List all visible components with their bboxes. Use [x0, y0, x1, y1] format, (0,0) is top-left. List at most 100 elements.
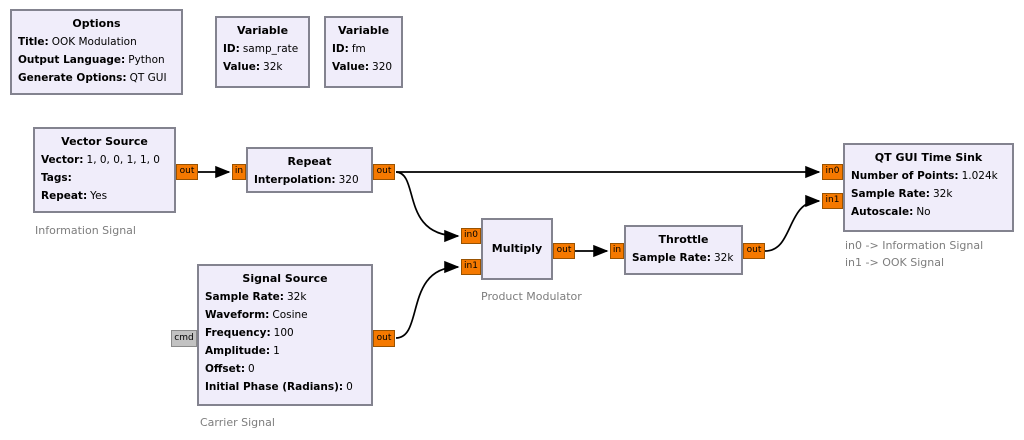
block-title: Variable — [236, 24, 289, 37]
param-row: Title:OOK Modulation — [12, 33, 181, 51]
param-value: Yes — [90, 190, 108, 202]
port-in[interactable]: in — [610, 243, 624, 259]
port-out[interactable]: out — [176, 164, 198, 180]
block-title: Throttle — [658, 233, 709, 246]
param-label: Initial Phase (Radians): — [205, 381, 344, 393]
param-label: Title: — [18, 36, 49, 48]
block-title: Repeat — [287, 155, 332, 168]
param-value: 1.024k — [961, 170, 998, 182]
param-label: Tags: — [41, 172, 72, 184]
param-label: Waveform: — [205, 309, 270, 321]
param-label: Value: — [332, 61, 370, 73]
port-out[interactable]: out — [553, 243, 575, 259]
block-title: Multiply — [491, 242, 543, 255]
block-repeat[interactable]: Repeat Interpolation:320 — [246, 147, 373, 193]
param-value: No — [916, 206, 931, 218]
port-out[interactable]: out — [373, 330, 395, 347]
param-label: Amplitude: — [205, 345, 271, 357]
block-title: Variable — [337, 24, 390, 37]
param-label: Frequency: — [205, 327, 271, 339]
param-row: Generate Options:QT GUI — [12, 69, 181, 87]
param-value: 1 — [273, 345, 280, 357]
block-options[interactable]: Options Title:OOK Modulation Output Lang… — [10, 9, 183, 95]
block-throttle[interactable]: Throttle Sample Rate:32k — [624, 225, 743, 275]
param-value: Cosine — [272, 309, 308, 321]
port-in0[interactable]: in0 — [461, 228, 481, 244]
param-row: Offset:0 — [199, 360, 371, 378]
param-value: 32k — [287, 291, 307, 303]
param-row: Initial Phase (Radians):0 — [199, 378, 371, 396]
param-value: Python — [128, 54, 165, 66]
param-row: Waveform:Cosine — [199, 306, 371, 324]
param-row: Sample Rate:32k — [199, 288, 371, 306]
connection-throttle-to-time-sink-in1[interactable] — [764, 194, 821, 252]
port-cmd[interactable]: cmd — [171, 330, 197, 347]
param-label: Sample Rate: — [851, 188, 930, 200]
param-value: 320 — [372, 61, 393, 73]
port-in1[interactable]: in1 — [822, 193, 843, 209]
comment-information-signal: Information Signal — [35, 224, 136, 237]
port-in0[interactable]: in0 — [822, 164, 843, 180]
param-label: Value: — [223, 61, 261, 73]
param-row: Output Language:Python — [12, 51, 181, 69]
block-title: QT GUI Time Sink — [874, 151, 983, 164]
param-row: Amplitude:1 — [199, 342, 371, 360]
block-variable-samp-rate[interactable]: Variable ID:samp_rate Value:32k — [215, 16, 310, 88]
connection-repeat-to-multiply-in0[interactable] — [395, 171, 460, 243]
param-row: ID:fm — [326, 40, 401, 58]
param-value: fm — [351, 43, 366, 55]
comment-line-in1: in1 -> OOK Signal — [845, 256, 945, 269]
port-in1[interactable]: in1 — [461, 259, 481, 275]
param-label: Generate Options: — [18, 72, 127, 84]
param-value: 32k — [263, 61, 283, 73]
param-label: Autoscale: — [851, 206, 914, 218]
comment-time-sink-mapping: in0 -> Information Signal in1 -> OOK Sig… — [845, 237, 983, 271]
block-signal-source[interactable]: Signal Source Sample Rate:32k Waveform:C… — [197, 264, 373, 406]
connection-signal-source-to-multiply-in1[interactable] — [395, 260, 460, 339]
param-value: 320 — [338, 174, 359, 186]
block-vector-source[interactable]: Vector Source Vector:1, 0, 0, 1, 1, 0 Ta… — [33, 127, 176, 213]
param-row: Value:32k — [217, 58, 308, 76]
param-row: Vector:1, 0, 0, 1, 1, 0 — [35, 151, 174, 169]
param-row: Sample Rate:32k — [626, 249, 741, 267]
param-value: 32k — [933, 188, 953, 200]
block-title: Signal Source — [242, 272, 328, 285]
comment-line-in0: in0 -> Information Signal — [845, 239, 984, 252]
param-label: Sample Rate: — [632, 252, 711, 264]
param-label: Interpolation: — [254, 174, 336, 186]
comment-carrier-signal: Carrier Signal — [200, 416, 275, 429]
param-label: Sample Rate: — [205, 291, 284, 303]
param-value: 32k — [714, 252, 734, 264]
param-label: Repeat: — [41, 190, 88, 202]
param-row: Sample Rate:32k — [845, 185, 1012, 203]
port-in[interactable]: in — [232, 164, 246, 180]
param-label: ID: — [332, 43, 349, 55]
param-row: Number of Points:1.024k — [845, 167, 1012, 185]
param-value: samp_rate — [242, 43, 299, 55]
param-row: Tags: — [35, 169, 174, 187]
param-label: Offset: — [205, 363, 246, 375]
port-out[interactable]: out — [373, 164, 395, 180]
param-row: Value:320 — [326, 58, 401, 76]
param-row: Autoscale:No — [845, 203, 1012, 221]
comment-product-modulator: Product Modulator — [481, 290, 582, 303]
param-value: OOK Modulation — [51, 36, 137, 48]
param-value: 0 — [248, 363, 255, 375]
block-title: Vector Source — [61, 135, 148, 148]
param-value: 0 — [346, 381, 353, 393]
param-label: Number of Points: — [851, 170, 959, 182]
block-qt-gui-time-sink[interactable]: QT GUI Time Sink Number of Points:1.024k… — [843, 143, 1014, 232]
param-label: Vector: — [41, 154, 84, 166]
param-value: 100 — [273, 327, 294, 339]
param-value: QT GUI — [129, 72, 167, 84]
port-out[interactable]: out — [743, 243, 765, 259]
param-row: Interpolation:320 — [248, 171, 371, 189]
block-multiply[interactable]: Multiply — [481, 218, 553, 280]
block-title: Options — [72, 17, 121, 30]
param-row: ID:samp_rate — [217, 40, 308, 58]
param-row: Repeat:Yes — [35, 187, 174, 205]
block-variable-fm[interactable]: Variable ID:fm Value:320 — [324, 16, 403, 88]
param-row: Frequency:100 — [199, 324, 371, 342]
